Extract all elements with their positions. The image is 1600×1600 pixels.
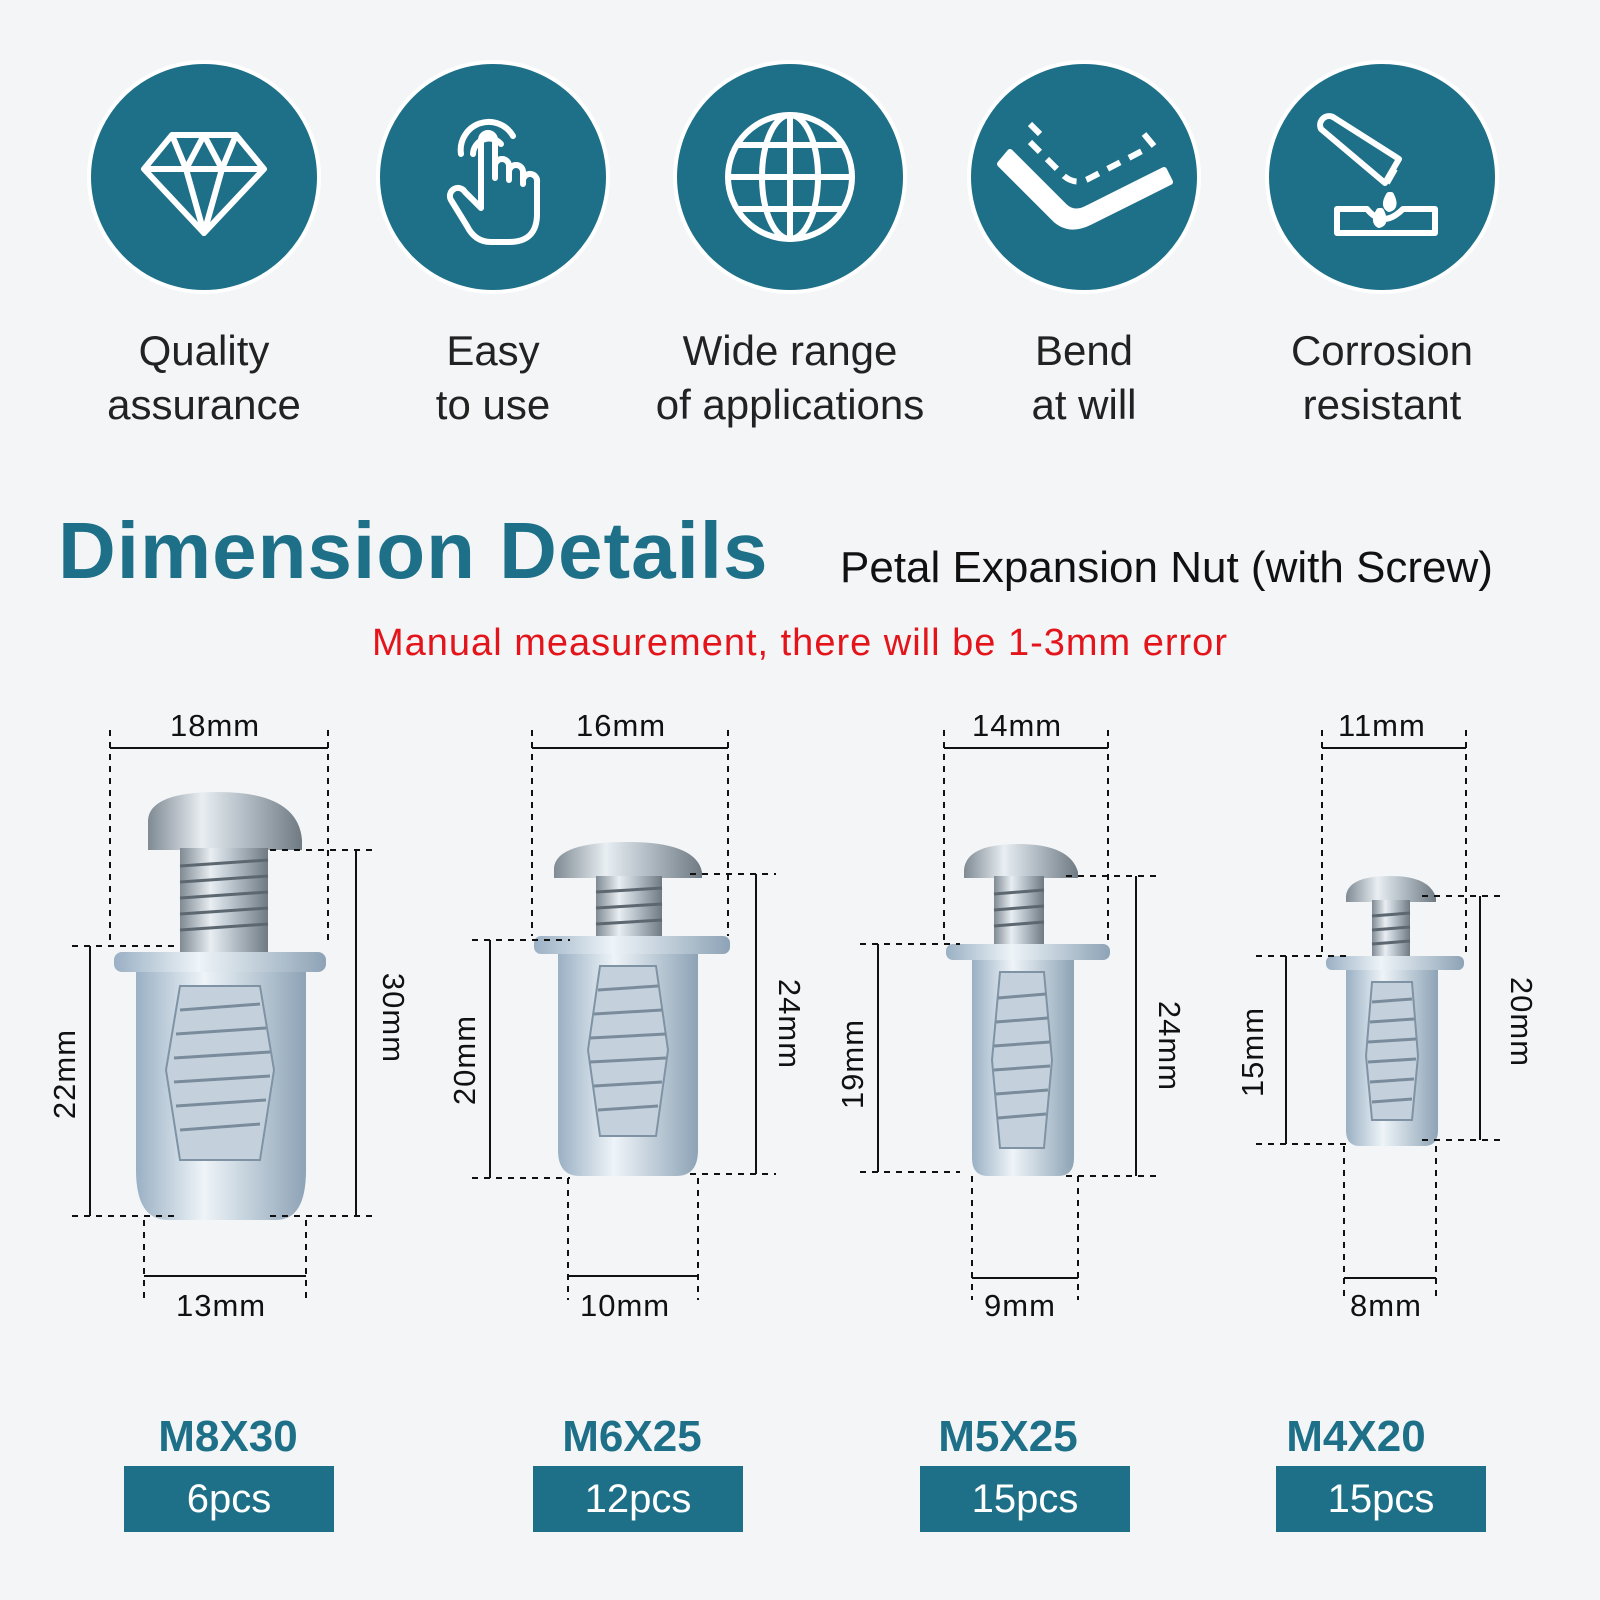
model-label: M8X30 xyxy=(158,1412,298,1461)
feature-easy: Easy to use xyxy=(343,64,643,432)
dim-right: 20mm xyxy=(1504,976,1540,1068)
spec-m8x30: 18mm 13mm 22mm 30mm M8X30 6pcs xyxy=(30,700,412,1600)
feature-label-line1: Bend xyxy=(1034,327,1134,374)
dim-bottom: 8mm xyxy=(1350,1288,1422,1323)
dim-right: 24mm xyxy=(772,978,808,1070)
feature-label-line2: at will xyxy=(1031,381,1137,428)
dim-left: 19mm xyxy=(835,1018,871,1110)
feature-circle xyxy=(677,64,903,290)
feature-label-line2: assurance xyxy=(107,381,301,428)
feature-row: Quality assurance Easy to use xyxy=(0,0,1600,440)
qty-badge: 15pcs xyxy=(1276,1466,1486,1532)
dim-left: 15mm xyxy=(1235,1006,1271,1098)
feature-circle xyxy=(380,64,606,290)
feature-label: Easy to use xyxy=(343,324,643,432)
screw-head xyxy=(148,792,302,850)
dim-bottom: 9mm xyxy=(984,1288,1056,1323)
page-title: Dimension Details xyxy=(58,506,769,595)
feature-label-line2: resistant xyxy=(1302,381,1462,428)
bolt-diagram xyxy=(472,730,776,1300)
spec-m5x25: 14mm 9mm 19mm 24mm M5X25 15pcs xyxy=(830,700,1210,1600)
bolt-diagram xyxy=(1256,730,1504,1300)
model-label: M4X20 xyxy=(1286,1412,1426,1461)
feature-circle xyxy=(971,64,1197,290)
screw-thread xyxy=(596,876,662,942)
qty-badge: 12pcs xyxy=(533,1466,743,1532)
screw-head xyxy=(554,842,702,878)
model-label: M6X25 xyxy=(562,1412,702,1461)
bolt-diagram xyxy=(72,730,376,1300)
qty-badge: 6pcs xyxy=(124,1466,334,1532)
measurement-note: Manual measurement, there will be 1-3mm … xyxy=(372,622,1228,664)
nut-flange xyxy=(1326,956,1464,970)
feature-label-line1: Easy xyxy=(446,327,540,374)
bend-icon xyxy=(997,121,1173,230)
feature-corrosion: Corrosion resistant xyxy=(1232,64,1532,432)
feature-bend: Bend at will xyxy=(934,64,1234,432)
screw-head xyxy=(1346,876,1436,902)
dim-bottom: 10mm xyxy=(580,1288,671,1323)
tap-hand-icon xyxy=(446,118,541,245)
feature-wide-range: Wide range of applications xyxy=(640,64,940,432)
bolt-diagram xyxy=(860,730,1156,1300)
feature-label: Wide range of applications xyxy=(640,324,940,432)
dim-top: 14mm xyxy=(972,708,1063,743)
dim-top: 11mm xyxy=(1338,708,1426,743)
feature-label-line1: Quality xyxy=(138,327,270,374)
feature-circle xyxy=(91,64,317,290)
feature-label-line1: Wide range xyxy=(682,327,898,374)
nut-flange xyxy=(114,952,326,972)
feature-label: Bend at will xyxy=(934,324,1234,432)
feature-label-line2: to use xyxy=(435,381,551,428)
feature-circle xyxy=(1269,64,1495,290)
nut-flange xyxy=(946,944,1110,960)
screw-thread xyxy=(994,876,1044,946)
diamond-icon xyxy=(141,132,267,236)
feature-label: Corrosion resistant xyxy=(1232,324,1532,432)
feature-label: Quality assurance xyxy=(54,324,354,432)
dim-left: 20mm xyxy=(447,1014,483,1106)
page-subtitle: Petal Expansion Nut (with Screw) xyxy=(840,543,1493,592)
feature-quality: Quality assurance xyxy=(54,64,354,432)
dim-bottom: 13mm xyxy=(176,1288,267,1323)
dim-top: 16mm xyxy=(576,708,667,743)
feature-label-line1: Corrosion xyxy=(1290,327,1474,374)
screw-head xyxy=(964,844,1078,878)
globe-icon xyxy=(725,112,855,242)
corrosion-icon xyxy=(1317,113,1438,236)
dim-right: 24mm xyxy=(1152,1000,1188,1092)
feature-label-line2: of applications xyxy=(655,381,925,428)
qty-badge: 15pcs xyxy=(920,1466,1130,1532)
spec-m6x25: 16mm 10mm 20mm 24mm M6X25 12pcs xyxy=(440,700,820,1600)
nut-flange xyxy=(534,936,730,954)
dim-right: 30mm xyxy=(376,972,412,1064)
model-label: M5X25 xyxy=(938,1412,1078,1461)
dim-left: 22mm xyxy=(47,1028,83,1120)
title-row: Dimension Details Petal Expansion Nut (w… xyxy=(58,505,1578,595)
dim-top: 18mm xyxy=(170,708,261,743)
spec-m4x20: 11mm 8mm 15mm 20mm M4X20 15pcs xyxy=(1200,700,1580,1600)
